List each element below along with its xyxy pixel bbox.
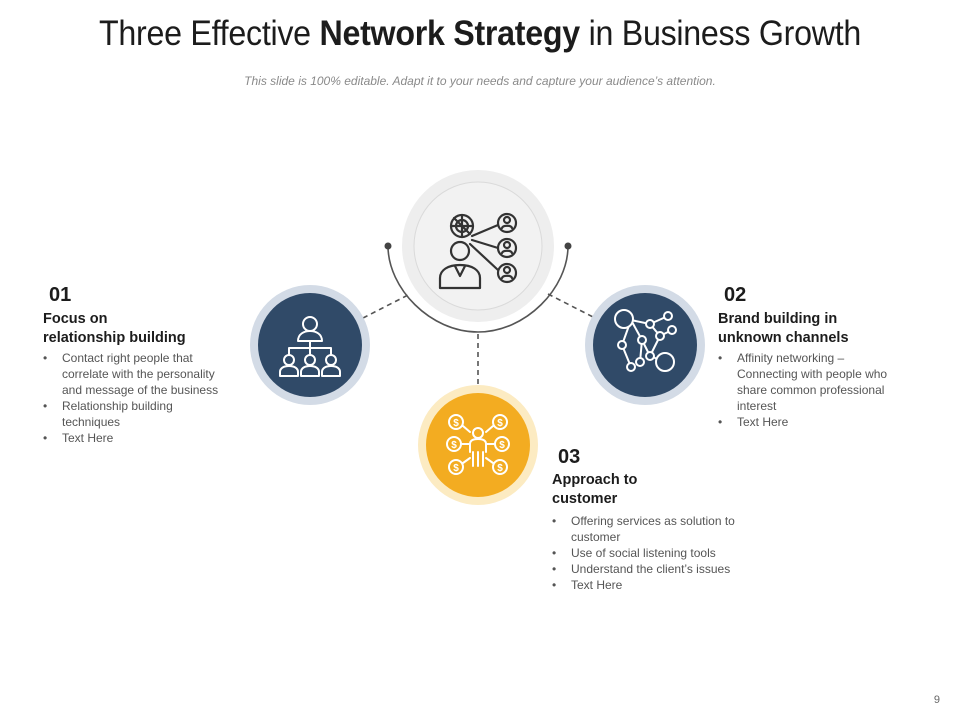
item-03-heading-line-1: Approach to bbox=[552, 472, 638, 488]
svg-text:$: $ bbox=[497, 463, 503, 474]
item-02-heading-line-2: unknown channels bbox=[718, 330, 849, 346]
team-hierarchy-icon bbox=[279, 316, 341, 377]
item-01-heading-line-1: Focus on bbox=[43, 311, 108, 327]
item-02-heading-line-1: Brand building in bbox=[718, 311, 838, 327]
business-network-icon bbox=[438, 212, 518, 290]
item-02-heading: Brand building in unknown channels bbox=[718, 310, 849, 348]
svg-text:$: $ bbox=[453, 418, 459, 429]
svg-text:$: $ bbox=[451, 440, 457, 451]
arc-dot-right bbox=[564, 242, 572, 250]
network-nodes-icon bbox=[614, 309, 677, 372]
page-number: 9 bbox=[933, 694, 940, 706]
center-arc bbox=[387, 245, 569, 333]
item-01-number: 01 bbox=[49, 284, 72, 306]
list-item: Text Here bbox=[43, 430, 253, 446]
item-03-heading-line-2: customer bbox=[552, 491, 618, 507]
center-node bbox=[402, 170, 554, 322]
item-01-heading-line-2: relationship building bbox=[43, 330, 186, 346]
list-item: Use of social listening tools bbox=[552, 545, 782, 561]
title-part-1: Three Effective bbox=[98, 14, 320, 53]
node-01 bbox=[250, 285, 370, 405]
title-part-2: in Business Growth bbox=[579, 14, 862, 53]
list-item: Affinity networking –Connecting with peo… bbox=[718, 350, 928, 414]
node-03: $ $ $ $ $ $ bbox=[418, 385, 538, 505]
item-03-number: 03 bbox=[558, 446, 581, 468]
arc-dot-left bbox=[384, 242, 392, 250]
customer-money-icon bbox=[446, 414, 510, 475]
item-02-number: 02 bbox=[724, 284, 747, 306]
item-03-bullets: Offering services as solution tocustomer… bbox=[552, 513, 782, 593]
svg-text:$: $ bbox=[453, 463, 459, 474]
slide-title: Three Effective Network Strategy in Busi… bbox=[38, 14, 921, 54]
list-item: Understand the client’s issues bbox=[552, 561, 782, 577]
item-03-heading: Approach to customer bbox=[552, 471, 637, 509]
slide-subtitle: This slide is 100% editable. Adapt it to… bbox=[244, 74, 716, 88]
item-01-heading: Focus on relationship building bbox=[43, 310, 186, 348]
list-item: Text Here bbox=[718, 414, 928, 430]
node-02 bbox=[585, 285, 705, 405]
dollar-signs: $ $ $ $ $ $ bbox=[451, 418, 505, 474]
svg-text:$: $ bbox=[499, 440, 505, 451]
title-bold: Network Strategy bbox=[319, 14, 580, 53]
connector-right bbox=[547, 293, 596, 319]
item-02-bullets: Affinity networking –Connecting with peo… bbox=[718, 350, 928, 430]
connector-left bbox=[362, 293, 411, 319]
svg-text:$: $ bbox=[497, 418, 503, 429]
list-item: Text Here bbox=[552, 577, 782, 593]
